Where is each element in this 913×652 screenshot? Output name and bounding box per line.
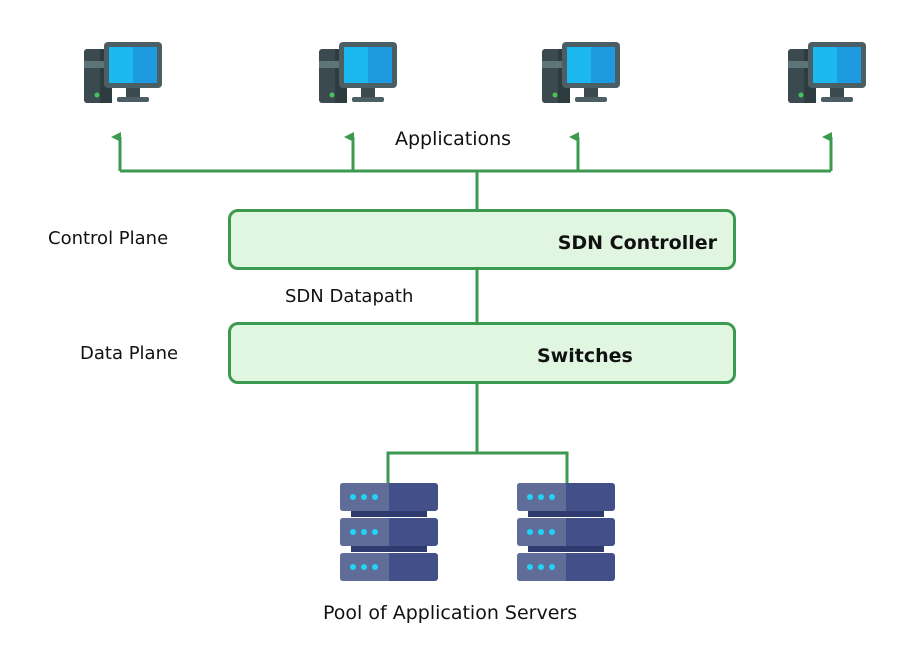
data-plane-label: Data Plane [80, 343, 179, 364]
desktop-computer-icon [542, 42, 620, 103]
server-branch-line [386, 451, 569, 484]
sdn-controller-box: SDN Controller [228, 209, 736, 270]
control-plane-label: Control Plane [48, 228, 169, 249]
desktop-computer-icon [84, 42, 162, 103]
desktop-computer-icon [319, 42, 397, 103]
sdn-datapath-label: SDN Datapath [285, 286, 414, 307]
server-pool-label: Pool of Application Servers [323, 602, 578, 624]
sdn-controller-label: SDN Controller [557, 232, 717, 254]
server-rack-icon [517, 483, 615, 581]
applications-label: Applications [395, 128, 512, 150]
switches-box: Switches [228, 322, 736, 384]
desktop-computer-icon [788, 42, 866, 103]
switches-label: Switches [537, 345, 633, 367]
server-rack-icon [340, 483, 438, 581]
